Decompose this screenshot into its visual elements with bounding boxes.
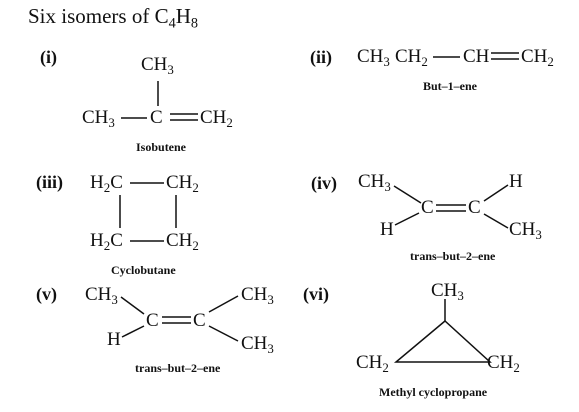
isomer-label-v: (v) [36, 284, 57, 304]
cyclobutane-caption: Cyclobutane [111, 263, 176, 277]
trans-iv-h1: H [380, 219, 394, 240]
butene-ch2: CH2 [395, 46, 428, 69]
isomer-label-i: (i) [40, 47, 57, 67]
trans-v-ch3c: CH3 [241, 333, 274, 356]
isobutene-center-c: C [150, 107, 163, 128]
isomer-label-vi: (vi) [303, 284, 329, 304]
trans-v-h1: H [107, 329, 121, 350]
trans-iv-bond-h2 [483, 184, 509, 202]
butene-ch3: CH3 [357, 46, 390, 69]
isomer-label-iii: (iii) [36, 172, 63, 192]
trans-v-bond-h1 [121, 325, 145, 338]
trans-v-ch3: CH3 [85, 284, 118, 307]
isobutene-ch3-top: CH3 [141, 54, 174, 77]
trans-v-bond-ch3c [208, 325, 239, 342]
butene-caption: But–1–ene [423, 79, 477, 93]
trans-iv-bond-ch3b [483, 213, 509, 229]
trans-iv-ch3: CH3 [358, 171, 391, 194]
page-title: Six isomers of C4H8 [28, 4, 198, 31]
isomer-label-ii: (ii) [310, 47, 332, 67]
trans-v-ch3b: CH3 [241, 284, 274, 307]
trans-iv-bond-h1 [394, 212, 420, 226]
trans-iv-caption: trans–but–2–ene [410, 249, 496, 263]
isobutene-ch2-right: CH2 [200, 107, 233, 130]
cyclobutane-h2c-bottom: H2C [90, 230, 123, 253]
cyclopropane-caption: Methyl cyclopropane [379, 385, 488, 399]
trans-iv-ch3b: CH3 [509, 219, 542, 242]
trans-v-c2: C [193, 310, 206, 331]
butene-ch2-end: CH2 [521, 46, 554, 69]
trans-v-c1: C [146, 310, 159, 331]
title-sub-c: 4 [168, 15, 176, 32]
isobutene-caption: Isobutene [136, 140, 187, 154]
cyclopropane-ch2-right: CH2 [487, 352, 520, 375]
cyclopropane-ch2-left: CH2 [356, 352, 389, 375]
isomer-label-iv: (iv) [311, 173, 337, 193]
cyclopropane-ch3: CH3 [431, 280, 464, 303]
trans-iv-bond-ch3 [393, 185, 422, 204]
trans-v-caption: trans–but–2–ene [135, 361, 221, 375]
trans-iv-c1: C [421, 197, 434, 218]
trans-v-bond-ch3b [208, 295, 239, 313]
title-prefix: Six isomers of C [28, 4, 169, 28]
trans-v-bond-ch3 [120, 296, 145, 315]
cyclobutane-ch2-top: CH2 [166, 172, 199, 195]
cyclobutane-ch2-bottom: CH2 [166, 230, 199, 253]
cyclobutane-h2c-top: H2C [90, 172, 123, 195]
trans-iv-c2: C [468, 197, 481, 218]
title-sub-h: 8 [190, 15, 199, 32]
isobutene-ch3-left: CH3 [82, 107, 115, 130]
cyclopropane-ring [393, 320, 492, 363]
trans-iv-h2: H [509, 171, 523, 192]
butene-ch: CH [463, 46, 490, 67]
title-h: H [175, 4, 191, 28]
